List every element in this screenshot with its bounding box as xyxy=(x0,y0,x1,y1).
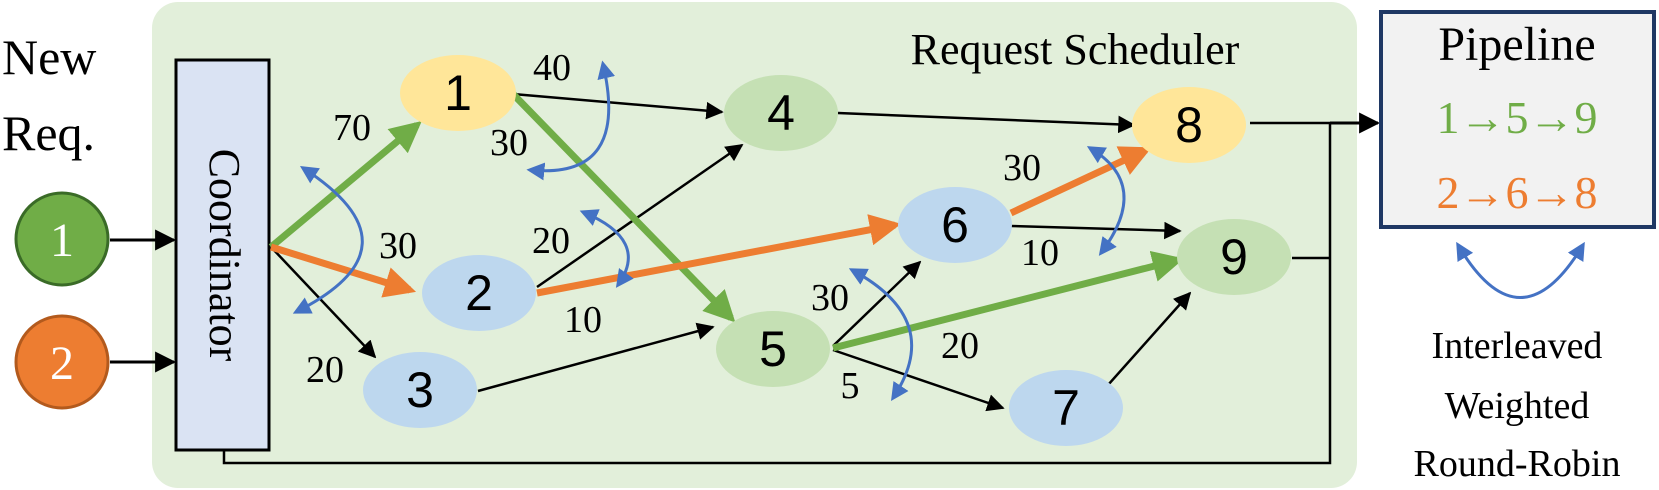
pipeline-box xyxy=(1379,10,1656,229)
request-1-circle xyxy=(14,191,110,287)
edge-node-7-to-node-9 xyxy=(1107,291,1192,386)
pipeline-route-1: 1→5→9 xyxy=(1437,92,1598,143)
weight-node-1-to-node-5: 30 xyxy=(490,122,528,164)
legend-line-1: Interleaved xyxy=(1432,325,1603,367)
new-request-label-line1: New xyxy=(2,29,96,85)
legend-line-2: Weighted xyxy=(1445,385,1590,427)
node-9-label: 9 xyxy=(1220,229,1248,285)
node-5 xyxy=(716,311,830,387)
request-2-circle xyxy=(14,314,110,410)
node-1-label: 1 xyxy=(444,65,472,121)
edge-node-4-to-node-8 xyxy=(837,111,1136,134)
round-robin-arc-node-6 xyxy=(1086,146,1126,256)
node-5-label: 5 xyxy=(759,321,787,377)
node-8 xyxy=(1132,87,1246,163)
weight-node-2-to-node-6: 10 xyxy=(564,299,602,341)
node-2 xyxy=(422,255,536,331)
node-3 xyxy=(363,352,477,428)
legend-line-3: Round-Robin xyxy=(1414,443,1621,485)
node-9-fill xyxy=(1177,219,1291,295)
edge-coordinator-to-node-3 xyxy=(270,246,377,359)
weight-node-2-to-node-4: 20 xyxy=(532,220,570,262)
coordinator-box xyxy=(174,58,271,452)
node-1 xyxy=(400,55,516,131)
weight-coordinator-to-node-1: 70 xyxy=(333,107,371,149)
weight-node-6-to-node-8: 30 xyxy=(1003,147,1041,189)
weight-coordinator-to-node-2: 30 xyxy=(379,225,417,267)
node-6-label: 6 xyxy=(941,197,969,253)
coordinator-label: Coordinator xyxy=(200,149,249,362)
weight-node-5-to-node-6: 30 xyxy=(811,277,849,319)
edge-node-2-to-node-4 xyxy=(536,143,744,289)
node-4 xyxy=(724,75,838,151)
edge-node-3-to-node-5 xyxy=(477,322,715,393)
route-2-node-6-to-node-8 xyxy=(1009,146,1152,217)
request-1-label: 1 xyxy=(50,214,74,267)
return-line xyxy=(222,123,1332,465)
node-7 xyxy=(1009,370,1123,446)
node-7-label: 7 xyxy=(1052,380,1080,436)
round-robin-arc-node-1 xyxy=(526,60,616,181)
node-2-label: 2 xyxy=(465,265,493,321)
weight-node-1-to-node-4: 40 xyxy=(533,47,571,89)
round-robin-arc-legend xyxy=(1456,241,1585,299)
node-6 xyxy=(898,187,1012,263)
node-8-label: 8 xyxy=(1175,97,1203,153)
scheduler-panel xyxy=(152,2,1357,488)
round-robin-arc-node-2 xyxy=(579,209,634,288)
pipeline-route-2: 2→6→8 xyxy=(1437,167,1598,218)
scheduler-title: Request Scheduler xyxy=(911,25,1240,74)
weight-node-5-to-node-9: 20 xyxy=(941,325,979,367)
node-3-label: 3 xyxy=(406,362,434,418)
round-robin-arc-coordinator xyxy=(292,166,364,314)
round-robin-arc-node-5 xyxy=(848,268,914,401)
pipeline-title: Pipeline xyxy=(1438,18,1595,71)
node-4-label: 4 xyxy=(767,85,795,141)
weight-node-6-to-node-9: 10 xyxy=(1021,232,1059,274)
weight-coordinator-to-node-3: 20 xyxy=(306,349,344,391)
weight-node-5-to-node-7: 5 xyxy=(841,365,860,407)
request-2-label: 2 xyxy=(50,337,74,390)
new-request-label-line2: Req. xyxy=(2,105,95,161)
